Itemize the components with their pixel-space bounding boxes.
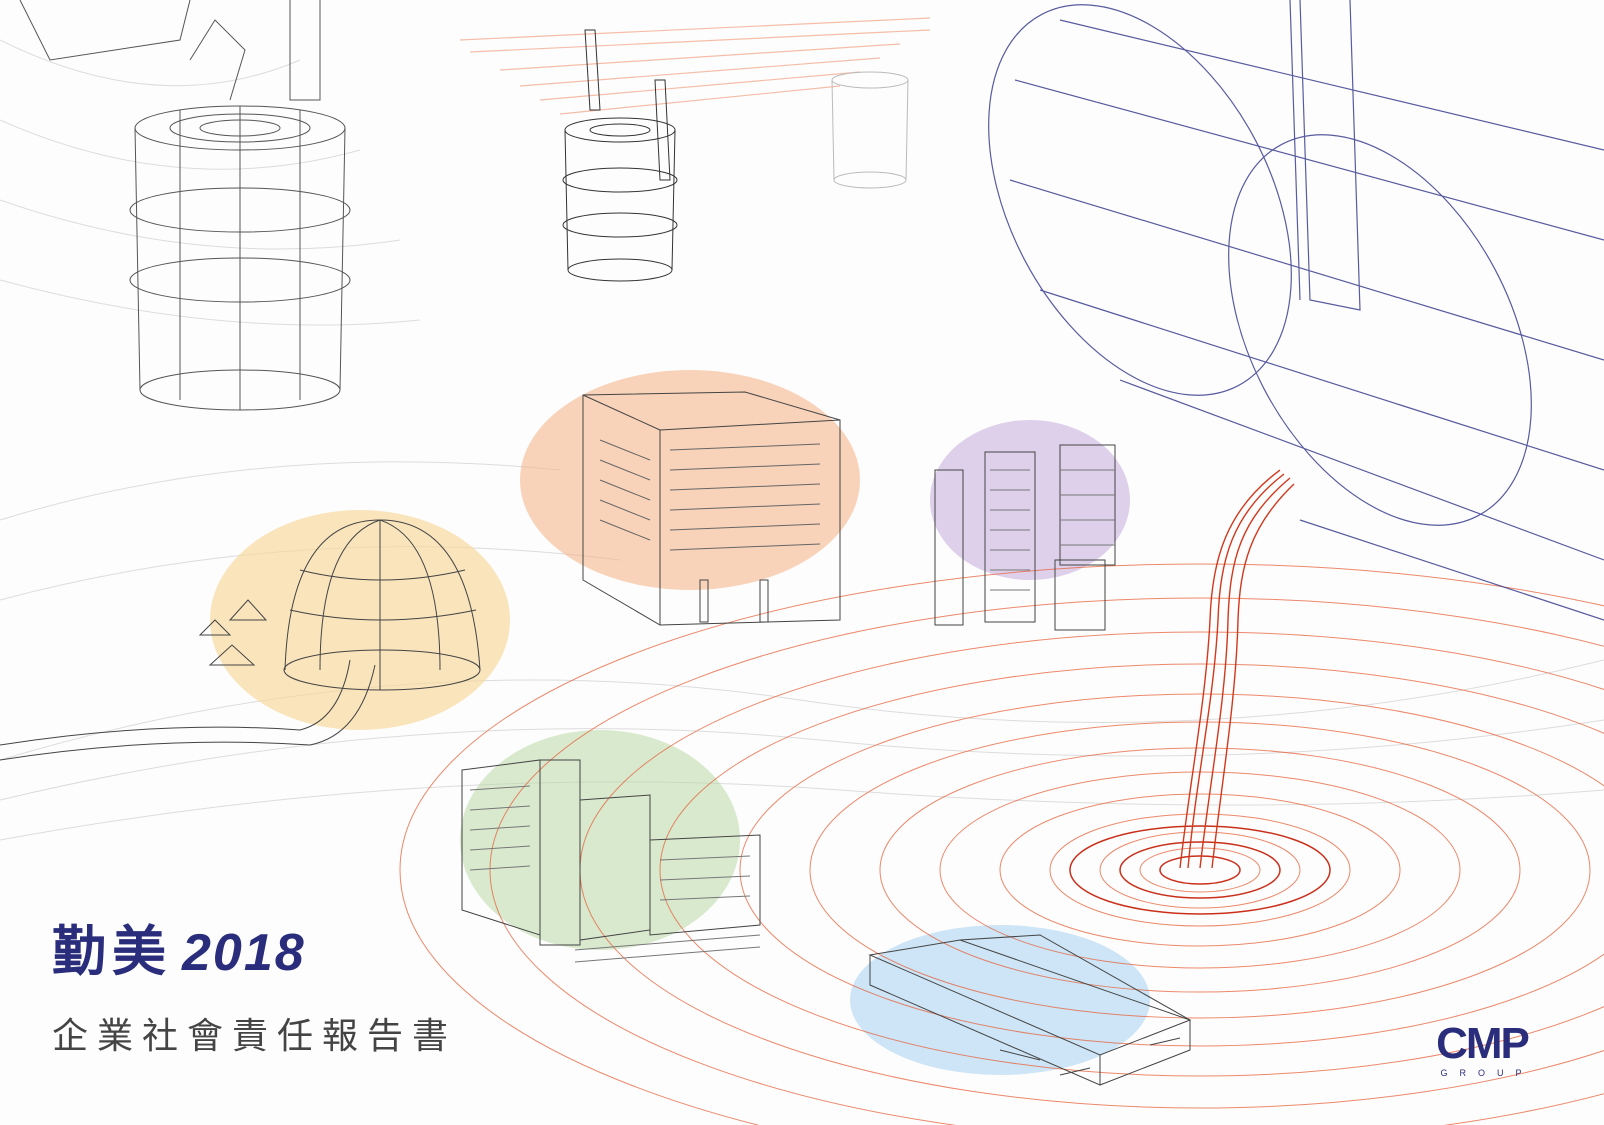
tower-group: [934, 444, 1116, 631]
orange-streaks: [459, 17, 931, 115]
blue-splash: [850, 925, 1150, 1075]
flat-building: [868, 934, 1192, 1086]
ladle-wireframe: [988, 0, 1604, 621]
ripple-core: [1069, 825, 1331, 915]
report-subtitle: 企業社會責任報告書: [52, 1016, 458, 1057]
logo-mark: CMP: [1436, 1019, 1530, 1068]
report-title-year: 2018: [182, 924, 306, 982]
green-splash: [460, 730, 740, 950]
office-building: [461, 759, 761, 963]
purple-splash: [930, 420, 1130, 580]
color-splashes: [210, 370, 1150, 1075]
cmp-group-logo: CMP GROUP: [1418, 1019, 1546, 1079]
report-title-company: 勤美: [52, 920, 172, 983]
furnace-ghost: [831, 71, 909, 189]
background-contours: [0, 39, 1604, 841]
dome-structure: [0, 519, 481, 761]
pour-stream: [1179, 469, 1295, 869]
logo-subtext: GROUP: [1440, 1068, 1534, 1078]
hotel-building: [582, 391, 841, 626]
yellow-splash: [210, 510, 510, 730]
furnace-wireframe-left: [19, 0, 351, 411]
furnace-wireframe-center: [562, 29, 678, 282]
orange-splash: [520, 370, 860, 590]
